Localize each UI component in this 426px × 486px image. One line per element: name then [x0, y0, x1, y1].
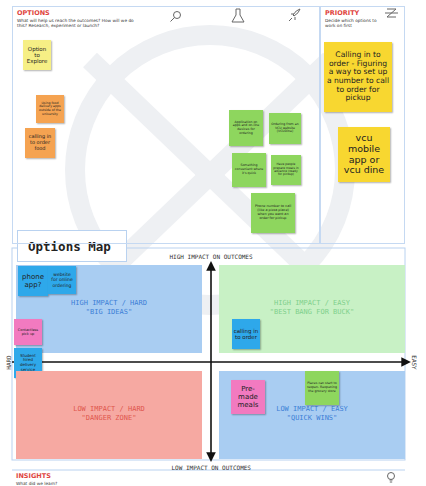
quadrant-subtitle: "QUICK WINS": [287, 414, 338, 423]
note-text: Pre-made meals: [233, 385, 264, 409]
note-text: Student hired delivery service: [16, 354, 41, 372]
sticky-note: calling in to order: [232, 319, 260, 349]
quadrant: HIGH IMPACT / EASY"BEST BANG FOR BUCK" ca…: [219, 265, 405, 353]
sticky-note: phone app?: [18, 266, 48, 296]
priority-sticky: vcu mobile app or vcu dine: [338, 127, 390, 182]
quadrant: LOW IMPACT / HARD"DANGER ZONE": [16, 371, 202, 459]
sticky-note: Places can start to reopen. Reopening th…: [305, 371, 339, 405]
rocket-icon: [289, 9, 300, 21]
note-text: Have people prepare meals in advance (re…: [273, 163, 300, 177]
sticky-note: Phone number to call (like a pizza place…: [251, 193, 295, 233]
sticky-note: Application on apps and on-line devices …: [229, 110, 263, 146]
note-text: Using food delivery apps outside of the …: [38, 102, 63, 117]
panel-heading: PRIORITY: [325, 10, 359, 17]
quadrant-title: LOW IMPACT / EASY: [276, 405, 348, 414]
note-text: Something convenient where it's quick: [234, 164, 265, 175]
axis-end-label: HARD: [5, 355, 12, 369]
panel-subheading: Decide which options to work on first: [325, 19, 387, 29]
sticky-note: calling in to order food: [25, 128, 55, 158]
note-text: calling in to order: [234, 328, 259, 341]
effort-axis: [12, 361, 409, 363]
sticky-note: Something convenient where it's quick: [232, 153, 266, 187]
panel-subheading: What did we learn?: [16, 482, 57, 486]
note-text: Calling in to order - Figuring a way to …: [326, 51, 391, 103]
priority-panel: PRIORITY Decide which options to work on …: [320, 6, 405, 244]
axis-label: LOW IMPACT ON OUTCOMES: [172, 464, 251, 471]
sticky-note: Pre-made meals: [231, 380, 265, 414]
note-text: calling in to order food: [27, 134, 54, 151]
quadrant-title: HIGH IMPACT / HARD: [71, 299, 147, 308]
map-title: Options Map: [17, 230, 127, 262]
priority-sticky: Calling in to order - Figuring a way to …: [324, 42, 392, 112]
quadrant-subtitle: "DANGER ZONE": [82, 414, 137, 423]
sticky-note: website for online ordering: [48, 266, 76, 294]
sticky-note: Using food delivery apps outside of the …: [36, 95, 64, 123]
note-text: Option to Explore: [25, 46, 50, 65]
insights-panel: INSIGHTS What did we learn?: [12, 470, 405, 486]
quadrant-subtitle: "BIG IDEAS": [86, 308, 132, 317]
panel-heading: OPTIONS: [17, 10, 50, 17]
quadrant-title: HIGH IMPACT / EASY: [274, 299, 350, 308]
magnifier-icon: [171, 12, 181, 22]
note-text: Phone number to call (like a pizza place…: [253, 205, 294, 221]
note-text: Ordering from an VCU website (VCUDine): [271, 123, 300, 134]
axis-label: HIGH IMPACT ON OUTCOMES: [170, 253, 253, 260]
priority-icon: [385, 9, 398, 17]
sticky-note: Have people prepare meals in advance (re…: [271, 155, 301, 185]
note-text: phone app?: [20, 273, 47, 289]
panel-heading: INSIGHTS: [16, 473, 51, 480]
sticky-note: Ordering from an VCU website (VCUDine): [269, 113, 301, 144]
panel-subheading: What will help us reach the outcomes? Ho…: [17, 19, 145, 29]
quadrant: HIGH IMPACT / HARD"BIG IDEAS" phone app?w…: [16, 265, 202, 353]
map-frame: [12, 248, 405, 460]
sticky-note: Option to Explore: [23, 40, 51, 70]
quadrant: LOW IMPACT / EASY"QUICK WINS" Pre-made me…: [219, 371, 405, 459]
quadrant-title: LOW IMPACT / HARD: [73, 405, 145, 414]
note-text: Places can start to reopen. Reopening th…: [307, 382, 338, 393]
sticky-note: Contactless pick up: [14, 319, 42, 345]
note-text: Contactless pick up: [16, 328, 41, 336]
note-text: Application on apps and on-line devices …: [231, 121, 262, 136]
note-text: website for online ordering: [50, 272, 75, 288]
lightbulb-icon: [388, 473, 395, 483]
axis-end-label: EASY: [411, 355, 418, 369]
options-panel: OPTIONS What will help us reach the outco…: [12, 6, 320, 244]
quadrant-subtitle: "BEST BANG FOR BUCK": [270, 308, 354, 317]
flask-icon: [232, 9, 244, 22]
note-text: vcu mobile app or vcu dine: [340, 133, 389, 177]
